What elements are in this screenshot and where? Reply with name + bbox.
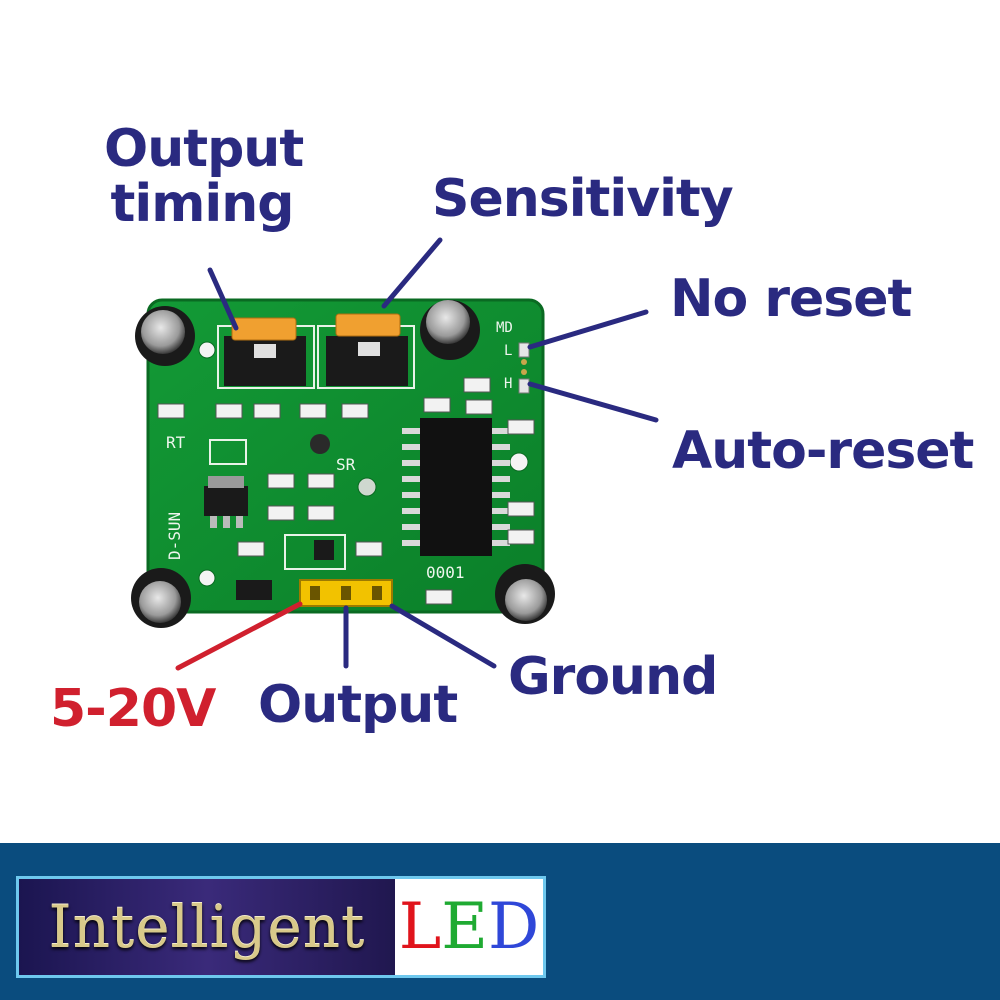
brand-letter-d: D bbox=[488, 890, 539, 964]
brand-logo-dark-panel: Intelligent bbox=[19, 879, 395, 975]
output-timing-label: Output timing bbox=[104, 122, 300, 231]
capacitor bbox=[131, 568, 191, 628]
auto-reset-label: Auto-reset bbox=[672, 424, 973, 479]
ground-label: Ground bbox=[508, 650, 717, 705]
brand-name: Intelligent bbox=[49, 893, 366, 961]
transistor bbox=[310, 434, 330, 454]
pin-header bbox=[300, 580, 392, 606]
brand-letter-l: L bbox=[399, 890, 442, 964]
mounting-hole bbox=[199, 342, 215, 358]
silkscreen-code: 0001 bbox=[426, 563, 465, 582]
voltage-regulator bbox=[204, 476, 248, 528]
output-label: Output bbox=[258, 678, 457, 733]
mounting-hole bbox=[510, 453, 528, 471]
silkscreen-rt: RT bbox=[166, 433, 186, 452]
silkscreen-h: H bbox=[504, 376, 512, 392]
ground-callout bbox=[392, 606, 494, 666]
diode bbox=[236, 580, 272, 600]
no-reset-label: No reset bbox=[670, 272, 911, 327]
silkscreen-l: L bbox=[504, 343, 512, 359]
auto-reset-callout bbox=[530, 384, 656, 420]
pcb-board: MD L H RT SR 0001 D-SUN bbox=[131, 300, 555, 628]
voltage-label: 5-20V bbox=[50, 682, 215, 737]
no-reset-callout bbox=[530, 312, 646, 347]
sensitivity-label: Sensitivity bbox=[432, 172, 733, 227]
capacitor bbox=[495, 564, 555, 624]
voltage-callout bbox=[178, 604, 300, 668]
output-timing-label-line1: Output bbox=[104, 119, 303, 179]
capacitor bbox=[135, 306, 195, 366]
silkscreen-brand: D-SUN bbox=[165, 512, 184, 560]
capacitor bbox=[420, 300, 480, 360]
sensitivity-callout bbox=[384, 240, 440, 306]
silkscreen-sr: SR bbox=[336, 455, 356, 474]
brand-letter-e: E bbox=[441, 890, 488, 964]
sensitivity-potentiometer bbox=[326, 314, 408, 386]
component-pad bbox=[314, 540, 334, 560]
output-timing-label-line2: timing bbox=[111, 174, 294, 234]
mounting-hole bbox=[199, 570, 215, 586]
silkscreen-md: MD bbox=[496, 320, 513, 336]
mounting-hole bbox=[358, 478, 376, 496]
